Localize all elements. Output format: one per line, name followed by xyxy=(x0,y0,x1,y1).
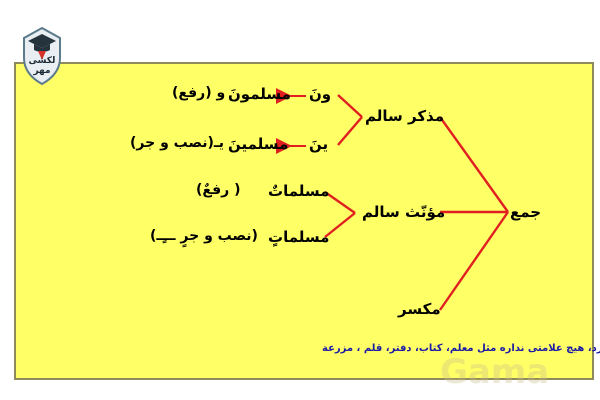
connector-feminine-1 xyxy=(324,191,356,214)
connector-masculine-1 xyxy=(337,94,363,118)
content-panel xyxy=(14,62,594,380)
word-4: مسلماتٍ xyxy=(268,228,330,246)
case-2: یـ(نصب و جر) xyxy=(130,135,224,151)
graduation-cap-icon xyxy=(23,26,61,86)
branch-masculine: مذکر سالم xyxy=(365,107,445,125)
branch-broken: مکسر xyxy=(398,300,441,318)
connector-root-broken xyxy=(439,211,509,311)
branch-feminine: مؤنّث سالم xyxy=(362,203,446,221)
root-label: جمع xyxy=(510,203,542,221)
footer-note: مفرد، هیچ علامتی نداره مثل معلم، کتاب، د… xyxy=(322,343,600,354)
watermark: Gama xyxy=(440,352,550,392)
case-4: (نصب و جرٍ ـــٍـ) xyxy=(150,228,258,244)
case-3: ( رفعٌ) xyxy=(196,182,241,198)
logo: لکشی مهر xyxy=(18,26,66,86)
word-1: مسلمونَ xyxy=(228,85,291,103)
connector-feminine-2 xyxy=(324,212,356,238)
connector-root-masculine xyxy=(439,116,509,213)
case-1: و (رفع) xyxy=(172,85,226,101)
suffix-2: ینَ xyxy=(309,135,329,153)
word-2: مسلمینَ xyxy=(228,135,289,153)
logo-text-1: لکشی xyxy=(28,56,56,66)
suffix-1: ونَ xyxy=(309,85,332,103)
word-3: مسلماتٌ xyxy=(268,182,330,200)
logo-text-2: مهر xyxy=(33,66,51,76)
connector-masculine-2 xyxy=(337,116,363,146)
